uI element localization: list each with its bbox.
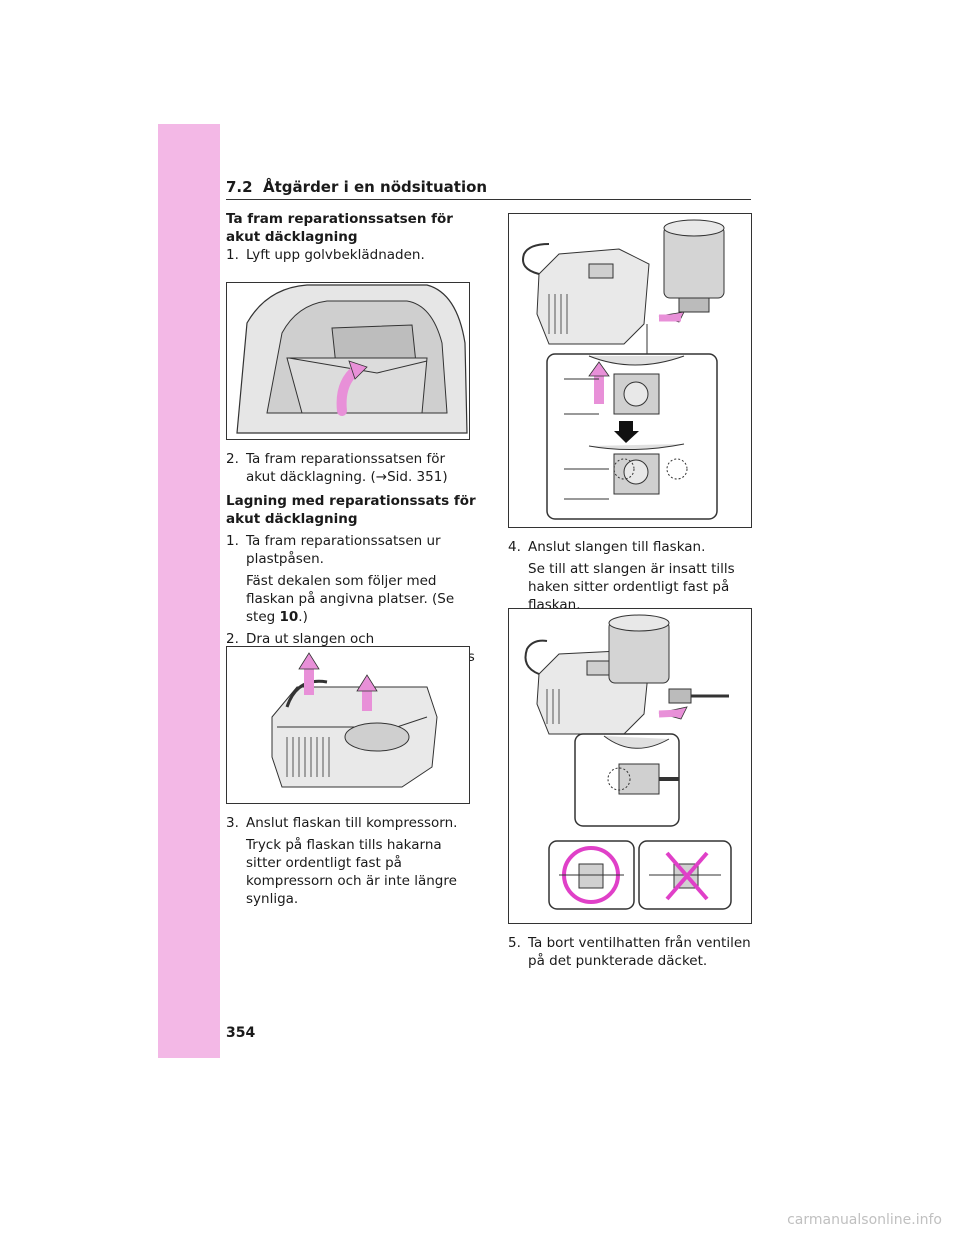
step-hose-hook-note: Se till att slangen är insatt tills hake… — [528, 561, 735, 613]
step-lift-floor: 1. Lyft upp golvbeklädnaden. — [226, 247, 425, 263]
watermark: carmanualsonline.info — [787, 1212, 942, 1228]
figure-trunk-floor — [226, 282, 470, 440]
figure-compressor-hose — [226, 646, 470, 804]
step-sticker-note: Fäst dekalen som följer med flaskan på a… — [246, 573, 455, 625]
section-number: 7.2 — [226, 178, 253, 196]
section-title: Åtgärder i en nödsituation — [263, 178, 488, 196]
page-number: 354 — [226, 1025, 256, 1041]
step-connect-bottle: 3. Anslut flaskan till kompressorn. — [226, 815, 458, 831]
step-press-bottle-note: Tryck på flaskan tills hakarna sitter or… — [246, 837, 457, 907]
step-take-kit-out: 1. Ta fram reparationssatsen ur plastpås… — [226, 533, 441, 567]
figure-hose-bottle — [508, 608, 752, 924]
right-text-block-1: 4. Anslut slangen till flaskan. Se till … — [508, 538, 753, 614]
step-remove-valve-cap: 5. Ta bort ventilhatten från ventilen på… — [508, 935, 751, 969]
header-rule — [226, 199, 751, 200]
step-connect-hose: 4. Anslut slangen till flaskan. — [508, 539, 706, 555]
step-fetch-kit: 2. Ta fram reparationssatsen för akut dä… — [226, 451, 448, 485]
left-text-block-1: Ta fram reparationssatsen för akut däckl… — [226, 210, 476, 264]
left-text-block-3: 3. Anslut flaskan till kompressorn. Tryc… — [226, 814, 476, 908]
section-header: 7.2 Åtgärder i en nödsituation — [226, 178, 487, 196]
heading-fetch-kit: Ta fram reparationssatsen för akut däckl… — [226, 211, 453, 245]
right-text-block-2: 5. Ta bort ventilhatten från ventilen på… — [508, 934, 753, 970]
chapter-sidebar-tab — [158, 124, 220, 1058]
figure-bottle-compressor — [508, 213, 752, 528]
heading-repair: Lagning med reparationssats för akut däc… — [226, 493, 476, 527]
